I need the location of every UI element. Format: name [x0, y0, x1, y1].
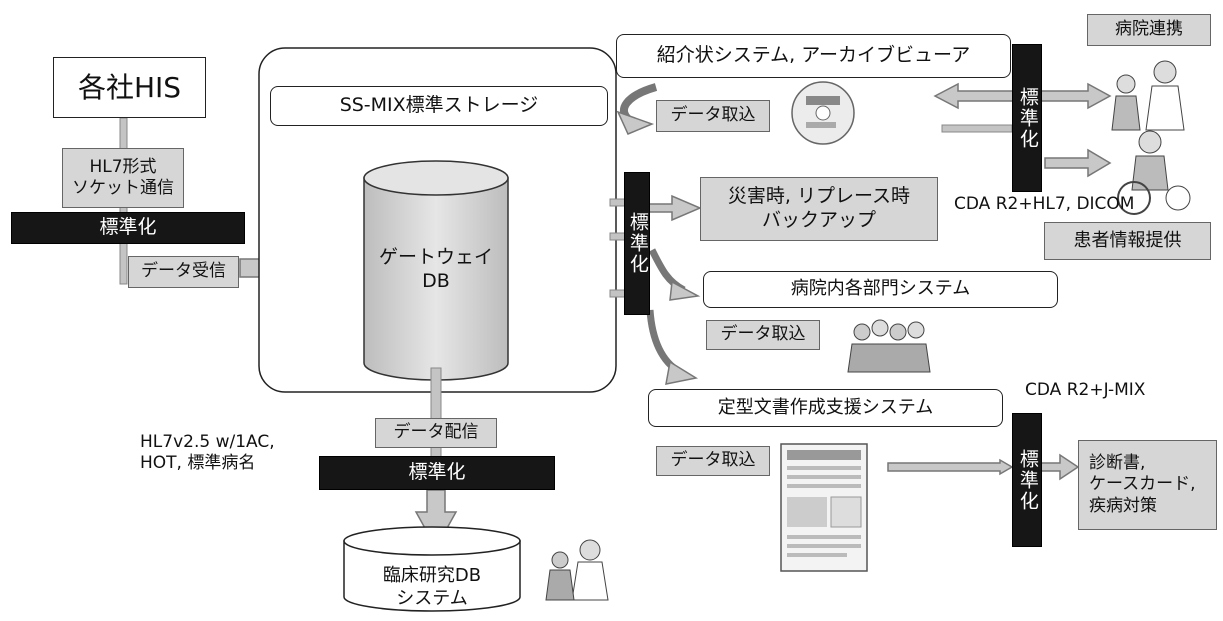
hl7-standard-note: HL7v2.5 w/1AC, HOT, 標準病名 [140, 432, 275, 474]
standardize-bar-middle: 標準化 [624, 172, 650, 315]
standardize-bar-document: 標準化 [1012, 413, 1042, 547]
disaster-backup-box: 災害時, リプレース時 バックアップ [700, 177, 938, 241]
standardize-bar-hospital: 標準化 [1012, 44, 1042, 192]
referral-system-box: 紹介状システム, アーカイブビューア [616, 34, 1011, 78]
arrow-to-document-head [665, 360, 699, 385]
doctor-patient-icon [1111, 60, 1185, 131]
patient-info-box: 患者情報提供 [1044, 222, 1211, 260]
arrow-document-to-output [887, 458, 1014, 476]
arrow-to-backup [647, 194, 702, 222]
hospital-link-box: 病院連携 [1087, 14, 1211, 46]
standardize-bar-distribute: 標準化 [319, 456, 555, 490]
curved-arrowhead-referral-import [616, 110, 655, 135]
document-output-box: 診断書, ケースカード, 疾病対策 [1078, 440, 1217, 530]
arrow-to-hospital-2 [1044, 148, 1112, 178]
standardize-bar-his: 標準化 [11, 212, 245, 244]
clinical-doctor-patient-icon [545, 539, 609, 601]
arrow-to-department-head [669, 280, 701, 301]
referral-data-import-box: データ取込 [656, 100, 770, 132]
document-data-import-box: データ取込 [656, 446, 770, 476]
arrow-standardize-to-output [1039, 453, 1080, 481]
gateway-db-cylinder [363, 160, 509, 381]
data-distribute-box: データ配信 [375, 418, 497, 448]
data-receive-box: データ受信 [128, 256, 239, 288]
document-support-box: 定型文書作成支援システム [648, 389, 1003, 427]
document-thumbnail-icon [780, 443, 868, 572]
gateway-db-label: ゲートウェイ DB [378, 246, 493, 292]
dept-data-import-box: データ取込 [706, 320, 820, 350]
wheelchair-patient-icon [1117, 130, 1191, 215]
clinical-db-label: 臨床研究DB システム [382, 565, 482, 609]
his-box: 各社HIS [53, 57, 206, 118]
hospital-standard-note: CDA R2+HL7, DICOM [954, 194, 1135, 214]
stub-hospital-left [941, 124, 1013, 133]
storage-title-box: SS-MIX標準ストレージ [270, 86, 608, 126]
arrow-to-document-line [646, 309, 682, 376]
hl7-socket-box: HL7形式 ソケット通信 [62, 148, 184, 208]
cd-disc-icon [791, 81, 855, 145]
clinical-db-cylinder [343, 526, 521, 612]
document-standard-note: CDA R2+J-MIX [1025, 380, 1146, 400]
arrow-to-department-line [648, 248, 686, 294]
staff-group-icon [847, 319, 931, 373]
department-systems-box: 病院内各部門システム [703, 271, 1058, 308]
